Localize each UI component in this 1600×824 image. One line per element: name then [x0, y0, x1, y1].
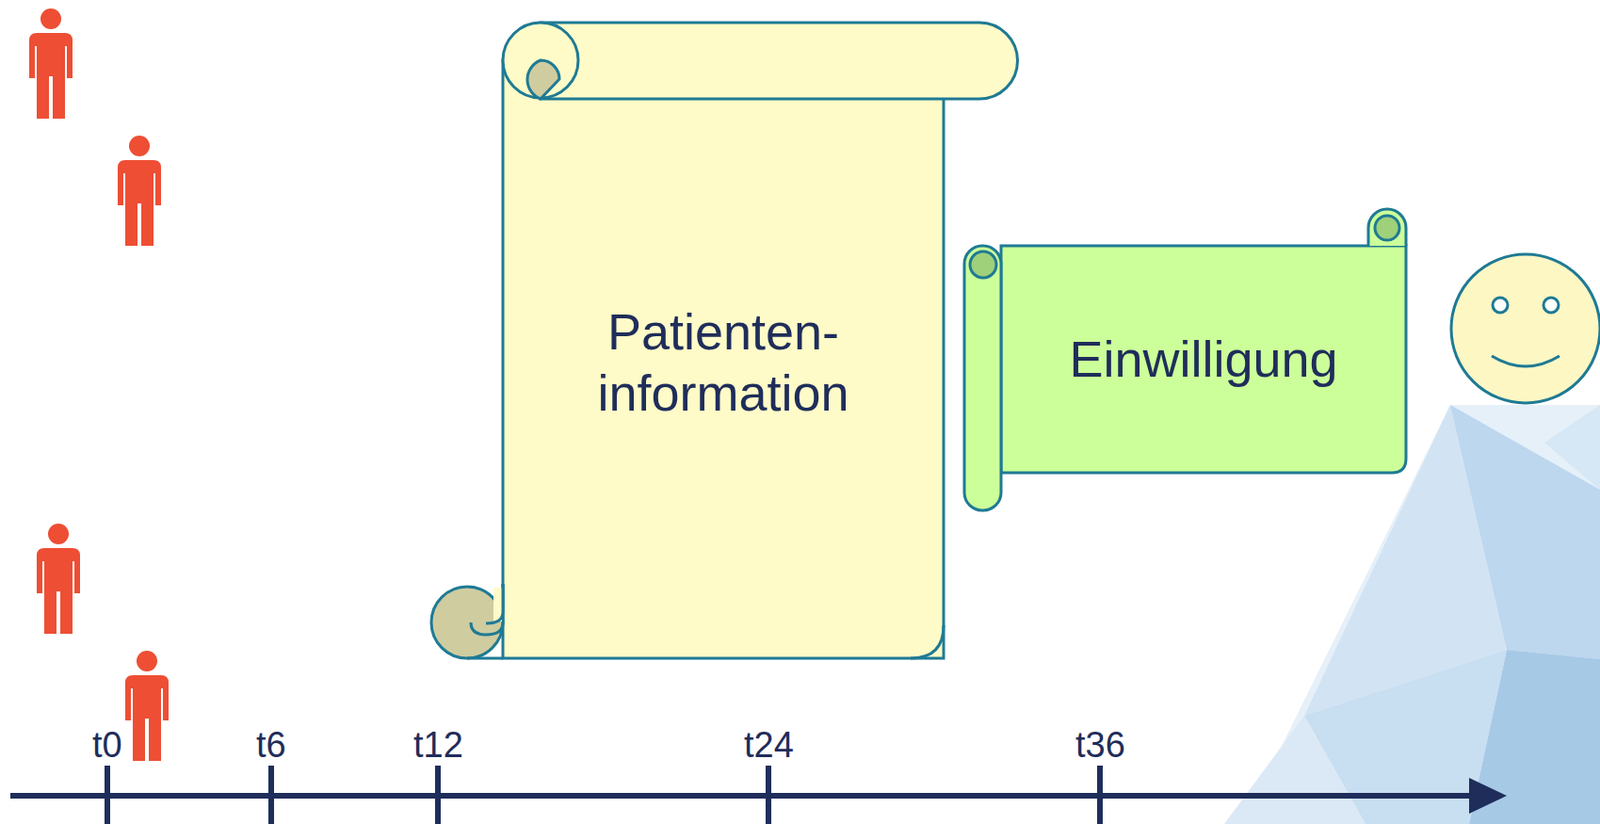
person-icons — [29, 8, 169, 761]
time-point-label: t36 — [1075, 727, 1126, 763]
timeline-axis — [10, 765, 1488, 824]
time-point-label: t24 — [743, 727, 794, 763]
scroll-text: Einwilligung — [1068, 328, 1338, 390]
time-point-label: t0 — [92, 727, 123, 763]
time-point-label: t12 — [413, 727, 464, 763]
text-area: Patienten- information — [502, 98, 944, 627]
time-point-label: t6 — [256, 727, 287, 763]
consent-scroll: Einwilligung — [962, 207, 1413, 515]
smiley-face — [1451, 254, 1600, 404]
timeline-arrowhead — [1469, 777, 1507, 814]
scroll-text: Patienten- information — [544, 301, 903, 424]
patient-info-scroll: Patienten- information — [428, 20, 1019, 662]
text-area: Einwilligung — [1001, 245, 1407, 473]
